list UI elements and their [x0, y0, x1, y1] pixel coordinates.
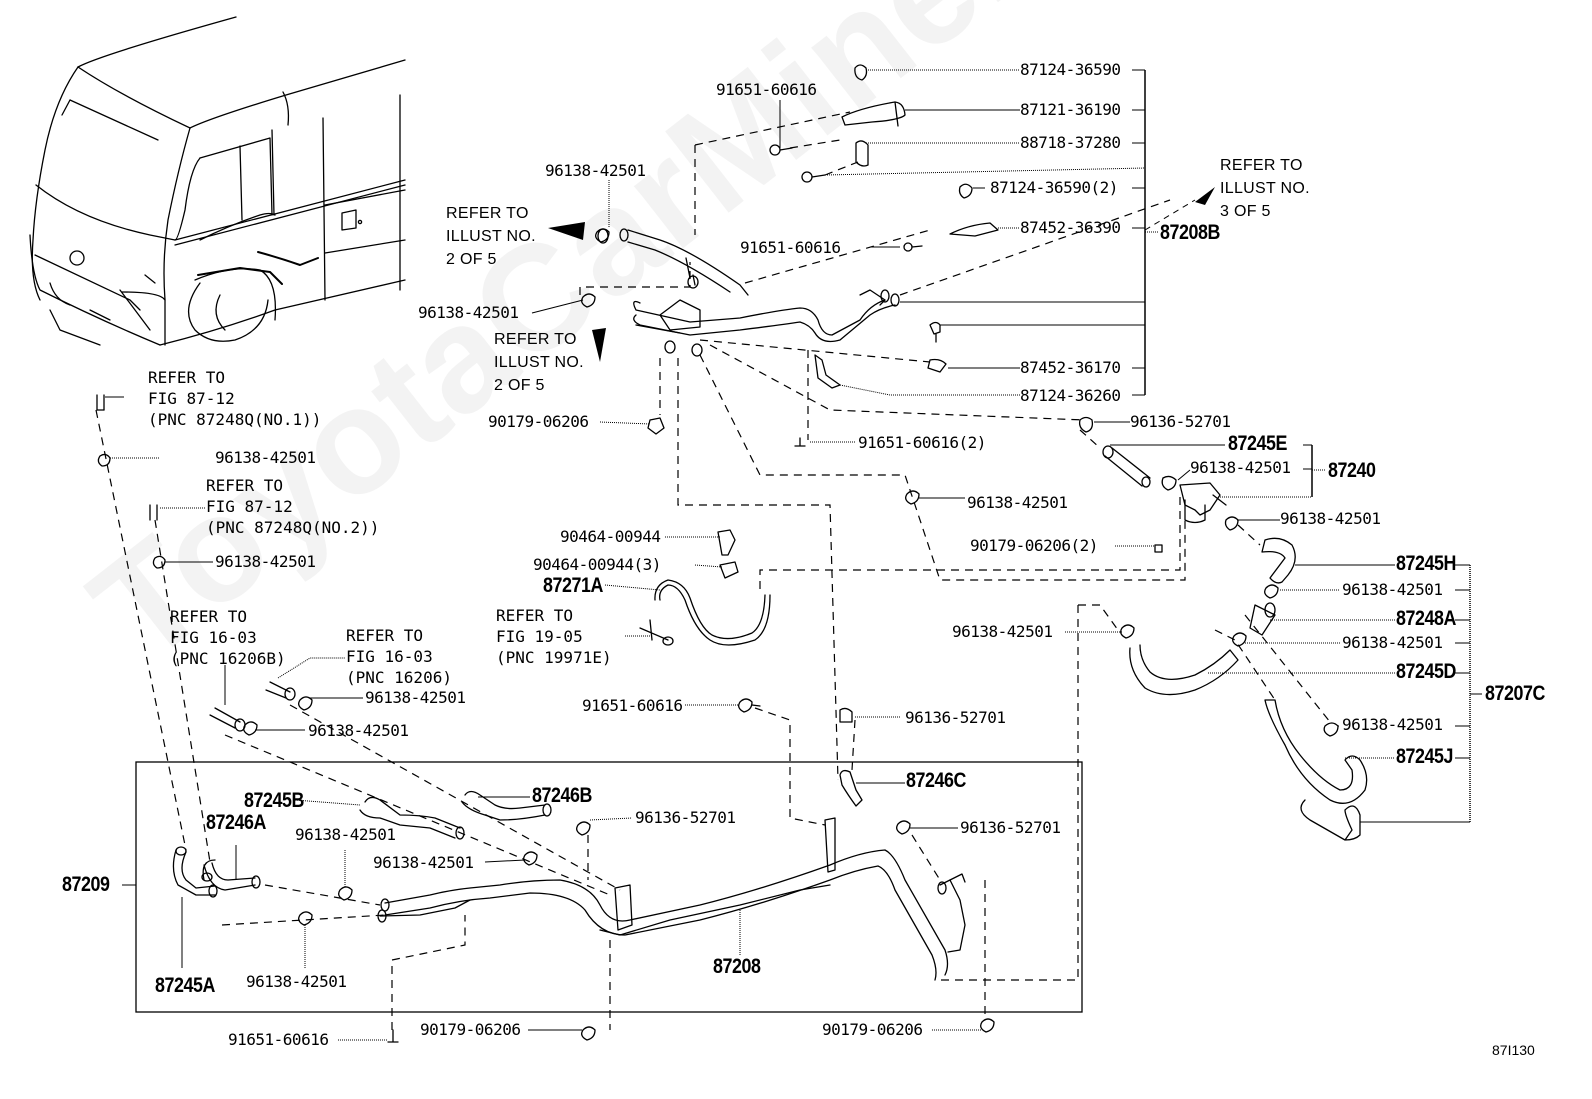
- hose-87271a: [639, 529, 771, 646]
- part-label[interactable]: 96136-52701: [635, 808, 736, 827]
- part-label[interactable]: 87452-36170: [1020, 358, 1121, 377]
- part-label[interactable]: 96138-42501: [373, 853, 474, 872]
- part-label[interactable]: 90179-06206: [822, 1020, 923, 1039]
- valve-87240: [1078, 416, 1368, 841]
- part-label[interactable]: 90464-00944: [560, 527, 661, 546]
- part-label[interactable]: 87246A: [206, 811, 266, 834]
- part-label[interactable]: 91651-60616: [582, 696, 683, 715]
- part-label[interactable]: 87124-36260: [1020, 386, 1121, 405]
- reference-note-illust-3[interactable]: REFER TO ILLUST NO. 3 OF 5: [1220, 157, 1310, 220]
- arrow-right-icon: [1195, 187, 1215, 205]
- part-label[interactable]: 96138-42501: [967, 493, 1068, 512]
- part-label[interactable]: 87271A: [543, 574, 603, 597]
- part-label[interactable]: 90464-00944(3): [533, 555, 661, 574]
- reference-arrows: [548, 187, 1215, 362]
- part-label[interactable]: 91651-60616: [228, 1030, 329, 1049]
- reference-note-fig-19-05[interactable]: REFER TO FIG 19-05 (PNC 19971E): [496, 606, 612, 667]
- part-label[interactable]: 87246B: [532, 784, 592, 807]
- part-label[interactable]: 96138-42501: [545, 161, 646, 180]
- arrow-left-icon: [548, 222, 585, 240]
- assembly-label[interactable]: 87209: [62, 873, 110, 896]
- part-label[interactable]: 87124-36590(2): [990, 178, 1118, 197]
- part-label[interactable]: 90179-06206: [420, 1020, 521, 1039]
- part-label[interactable]: 96138-42501: [1342, 633, 1443, 652]
- part-label[interactable]: 96138-42501: [418, 303, 519, 322]
- part-label[interactable]: 87245B: [244, 789, 304, 812]
- part-label[interactable]: 87124-36590: [1020, 60, 1121, 79]
- part-label[interactable]: 90179-06206: [488, 412, 589, 431]
- left-hoses: [96, 394, 853, 736]
- part-label[interactable]: 96138-42501: [952, 622, 1053, 641]
- part-label[interactable]: 96138-42501: [365, 688, 466, 707]
- part-label[interactable]: 88718-37280: [1020, 133, 1121, 152]
- part-label[interactable]: 96138-42501: [1342, 580, 1443, 599]
- part-label[interactable]: 91651-60616: [740, 238, 841, 257]
- part-label[interactable]: 90179-06206(2): [970, 536, 1098, 555]
- figure-number: 87I130: [1492, 1042, 1535, 1058]
- top-bracket-assembly: [769, 64, 999, 252]
- part-label[interactable]: 91651-60616(2): [858, 433, 986, 452]
- part-label[interactable]: 96138-42501: [1342, 715, 1443, 734]
- part-label[interactable]: 87245J: [1396, 745, 1454, 768]
- assembly-label[interactable]: 87208: [713, 955, 761, 978]
- part-label[interactable]: 96138-42501: [215, 552, 316, 571]
- part-label[interactable]: 87245H: [1396, 552, 1456, 575]
- part-label[interactable]: 96138-42501: [1190, 458, 1291, 477]
- reference-note-fig-16-03[interactable]: REFER TO FIG 16-03 (PNC 16206): [346, 626, 452, 687]
- part-label[interactable]: 96138-42501: [215, 448, 316, 467]
- assembly-label[interactable]: 87207C: [1485, 682, 1545, 705]
- arrow-down-icon: [592, 328, 606, 362]
- part-label[interactable]: 96138-42501: [1280, 509, 1381, 528]
- part-label[interactable]: 87245D: [1396, 660, 1456, 683]
- reference-note-illust-2[interactable]: REFER TO ILLUST NO. 2 OF 5: [446, 205, 536, 268]
- assembly-label[interactable]: 87240: [1328, 459, 1376, 482]
- part-label[interactable]: 87121-36190: [1020, 100, 1121, 119]
- bus-illustration: [29, 16, 406, 346]
- leader-lines: [105, 69, 1482, 1041]
- assembly-dashed-lines: [95, 111, 1331, 1030]
- part-label[interactable]: 96136-52701: [1130, 412, 1231, 431]
- part-label[interactable]: 96136-52701: [905, 708, 1006, 727]
- reference-note-fig-87-12[interactable]: REFER TO FIG 87-12 (PNC 87248Q(NO.2)): [206, 476, 380, 537]
- assembly-label[interactable]: 87208B: [1160, 221, 1220, 244]
- pipe-87208: [172, 769, 995, 1043]
- part-label[interactable]: 91651-60616: [716, 80, 817, 99]
- part-label[interactable]: 96136-52701: [960, 818, 1061, 837]
- part-label[interactable]: 87245E: [1228, 432, 1287, 455]
- part-label[interactable]: 87245A: [155, 974, 215, 997]
- part-label[interactable]: 87452-36390: [1020, 218, 1121, 237]
- reference-note-fig-16-03[interactable]: REFER TO FIG 16-03 (PNC 16206B): [170, 607, 286, 668]
- reference-note-fig-87-12[interactable]: REFER TO FIG 87-12 (PNC 87248Q(NO.1)): [148, 368, 322, 429]
- part-label[interactable]: 96138-42501: [295, 825, 396, 844]
- part-label[interactable]: 96138-42501: [246, 972, 347, 991]
- part-label[interactable]: 87248A: [1396, 607, 1456, 630]
- part-label[interactable]: 96138-42501: [308, 721, 409, 740]
- reference-note-illust-2[interactable]: REFER TO ILLUST NO. 2 OF 5: [494, 331, 584, 394]
- part-label[interactable]: 87246C: [906, 769, 966, 792]
